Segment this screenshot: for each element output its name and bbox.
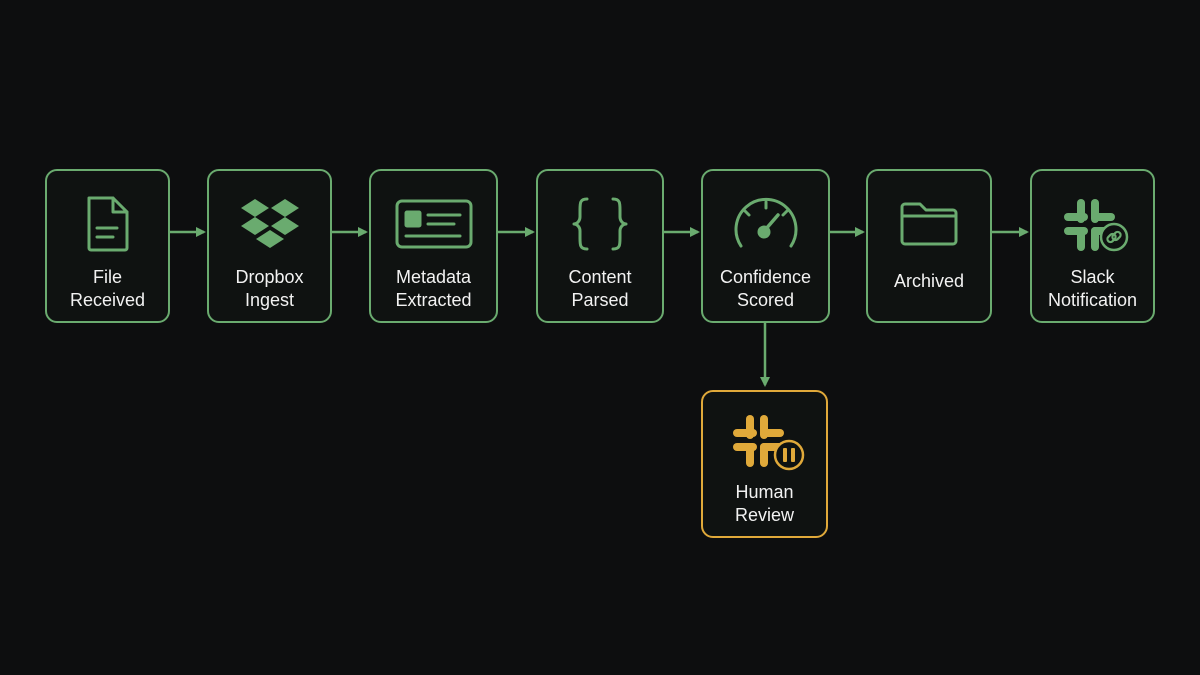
node-label-line-2: Parsed — [571, 290, 629, 310]
node-archived[interactable]: Archived — [866, 169, 992, 323]
node-label: Slack Notification — [1036, 266, 1149, 312]
node-label-line-1: Archived — [893, 271, 965, 291]
node-label: Human Review — [707, 481, 822, 527]
node-label-line-1: Slack — [1070, 267, 1115, 287]
node-metadata-extracted[interactable]: Metadata Extracted — [369, 169, 498, 323]
node-label-line-2: Notification — [1047, 290, 1138, 310]
node-label-line-1: File — [92, 267, 122, 287]
dropbox-icon — [209, 195, 330, 253]
node-label-line-1: Content — [568, 267, 632, 287]
node-content-parsed[interactable]: Content Parsed — [536, 169, 664, 323]
gauge-icon — [703, 195, 828, 253]
node-label: Archived — [872, 270, 986, 293]
node-label-line-2: Ingest — [244, 290, 295, 310]
node-label-line-2: Scored — [736, 290, 795, 310]
node-dropbox-ingest[interactable]: Dropbox Ingest — [207, 169, 332, 323]
node-label: Confidence Scored — [707, 266, 824, 312]
id-card-icon — [371, 195, 496, 253]
node-slack-notification[interactable]: Slack Notification — [1030, 169, 1155, 323]
node-label-line-2: Review — [734, 505, 795, 525]
curly-braces-icon — [538, 195, 662, 253]
node-confidence-scored[interactable]: Confidence Scored — [701, 169, 830, 323]
node-label: File Received — [51, 266, 164, 312]
node-label-line-1: Human — [735, 482, 794, 502]
node-file-received[interactable]: File Received — [45, 169, 170, 323]
node-label-line-2: Received — [69, 290, 146, 310]
slack-pause-icon — [703, 412, 826, 471]
slack-link-icon — [1032, 195, 1153, 253]
folder-icon — [868, 195, 990, 253]
node-label-line-2: Extracted — [395, 290, 472, 310]
node-label-line-1: Confidence — [719, 267, 812, 287]
node-label: Dropbox Ingest — [213, 266, 326, 312]
node-label-line-1: Metadata — [395, 267, 472, 287]
node-label: Metadata Extracted — [375, 266, 492, 312]
node-label: Content Parsed — [542, 266, 658, 312]
document-icon — [47, 195, 168, 253]
node-label-line-1: Dropbox — [235, 267, 304, 287]
node-human-review[interactable]: Human Review — [701, 390, 828, 538]
